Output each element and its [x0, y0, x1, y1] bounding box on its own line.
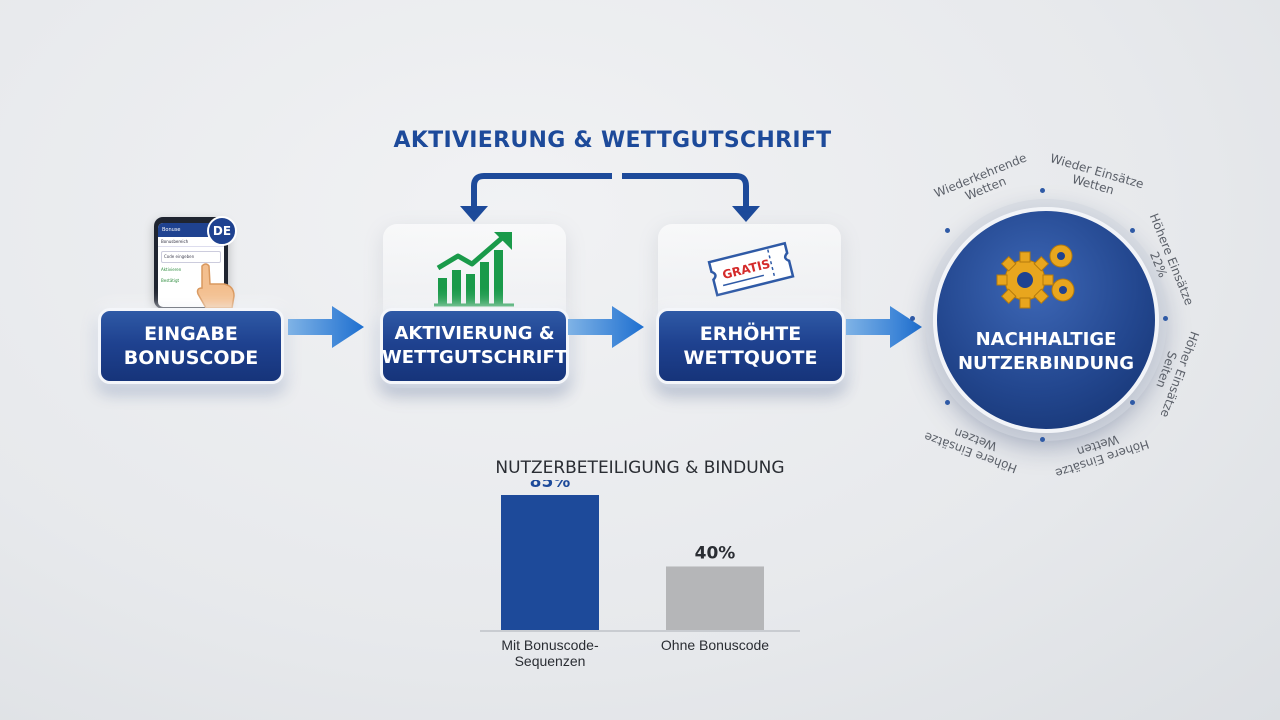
de-badge: DE	[207, 216, 237, 246]
step-label-line2: Wettquote	[683, 347, 818, 369]
arrow-right-icon	[846, 306, 922, 348]
orbit-dot	[1040, 188, 1045, 193]
bar-value-label: 85%	[530, 480, 571, 492]
category-label: Mit Bonuscode-	[501, 637, 599, 653]
orbit-dot	[945, 400, 950, 405]
step-label-line1: Erhöhte	[699, 323, 802, 345]
step-erhoehte-wettquote: Erhöhte Wettquote	[656, 308, 845, 384]
goal-circle	[933, 207, 1159, 433]
goal-label: Nachhaltige Nutzerbindung	[933, 328, 1159, 376]
phone-row: Bonusbereich	[158, 237, 224, 247]
step-label-line1: Aktivierung &	[394, 323, 555, 344]
hand-pointer-icon	[196, 263, 235, 309]
bar-1	[501, 495, 599, 630]
goal-label-line1: Nachhaltige	[975, 329, 1117, 350]
orbit-dot	[910, 316, 915, 321]
orbit-dot	[945, 228, 950, 233]
feedback-loop-arrows	[460, 173, 760, 222]
category-label: Sequenzen	[515, 653, 586, 669]
step-label-line2: Bonuscode	[123, 347, 259, 369]
phone-row: Bestätigt	[161, 278, 180, 283]
gears-icon	[996, 244, 1075, 309]
phone-code-field: Code eingeben	[161, 251, 221, 263]
step-label-line2: Wettgutschrift	[381, 347, 568, 368]
goal-label-line2: Nutzerbindung	[957, 353, 1135, 374]
chart-title: NUTZERBETEILIGUNG & BINDUNG	[495, 458, 785, 478]
bar-chart: 85% Mit Bonuscode-Sequenzen 40% Ohne Bonusc…	[480, 480, 800, 669]
orbit-dot	[1130, 228, 1135, 233]
bar-2	[666, 566, 764, 630]
bar-value-label: 40%	[695, 543, 736, 563]
arrow-right-icon	[288, 306, 364, 348]
feedback-loop-title: AKTIVIERUNG & WETTGUTSCHRIFT	[393, 128, 832, 153]
orbit-dot	[1163, 316, 1168, 321]
growth-chart-icon	[434, 232, 514, 307]
phone-row: Aktivieren	[161, 267, 182, 272]
step-aktivierung: Aktivierung & Wettgutschrift	[380, 308, 569, 384]
category-label: Ohne Bonuscode	[661, 637, 769, 653]
orbit-dot	[1040, 437, 1045, 442]
orbit-dot	[1130, 400, 1135, 405]
step-eingabe-bonuscode: Eingabe Bonuscode	[98, 308, 284, 384]
ticket-icon: GRATIS	[707, 241, 795, 297]
step-label-line1: Eingabe	[144, 323, 238, 345]
arrow-right-icon	[568, 306, 644, 348]
